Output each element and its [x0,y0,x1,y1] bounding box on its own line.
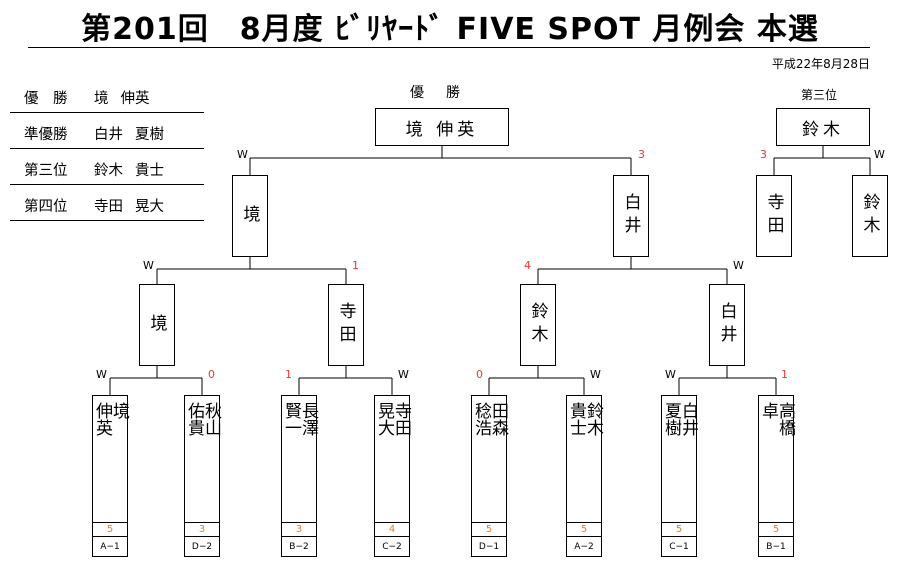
r1-score-right-1: 0 [208,368,215,381]
third-match-score-left: 3 [760,148,767,161]
player-given-name: 貴士 [566,402,586,436]
player-score: 3 [185,522,219,537]
player-seed: A−1 [93,536,127,557]
page-title: 第201回 8月度 ﾋﾞﾘﾔｰﾄﾞ FIVE SPOT 月例会 本選 [81,12,819,47]
standing-family-name: 寺田 [94,199,123,215]
player-family-name: 高橋 [775,402,795,436]
semifinal-left-name: 境 [239,204,260,228]
player-box-1: 境伸英 5 A−1 [92,395,129,557]
semifinal-right-name: 白井 [620,193,641,239]
standing-rank: 第四位 [24,199,68,215]
champion-name: 境 伸英 [405,119,479,140]
player-seed: D−2 [185,536,219,557]
player-score: 5 [567,522,601,537]
player-family-name: 寺田 [391,402,411,436]
player-given-name: 稔浩 [471,402,491,436]
quarterfinal-box-1: 境 [139,284,175,366]
third-place-winner-name: 鈴木 [802,119,844,140]
player-score: 5 [759,522,793,537]
player-given-name: 佑貴 [184,402,204,436]
standing-family-name: 鈴木 [94,163,123,179]
sf-score-right-2: W [733,259,744,272]
champion-box: 境 伸英 [375,108,509,146]
r1-score-left-1: W [96,368,107,381]
final-score-left: W [237,148,248,161]
player-family-name: 田森 [488,402,508,436]
quarterfinal-name-4: 白井 [716,302,737,348]
r1-score-right-4: 1 [781,368,788,381]
player-family-name: 長澤 [298,402,318,436]
player-family-name: 境 [109,402,129,419]
standing-row-3: 第三位 鈴木貴士 [10,160,204,185]
event-date: 平成22年8月28日 [771,57,870,71]
player-box-3: 長澤賢一 3 B−2 [281,395,318,557]
player-seed: A−2 [567,536,601,557]
sf-score-left-1: W [143,259,154,272]
third-match-right-name: 鈴木 [859,193,880,239]
player-given-name: 卓 [758,402,778,419]
third-match-left-box: 寺田 [756,175,792,257]
r1-score-left-2: 1 [285,368,292,381]
player-seed: D−1 [472,536,506,557]
standing-given-name: 伸英 [120,91,150,107]
sf-score-left-2: 4 [524,259,531,272]
player-box-4: 寺田晃大 4 C−2 [374,395,411,557]
player-given-name: 賢一 [281,402,301,436]
standing-given-name: 貴士 [135,163,164,179]
standing-row-4: 第四位 寺田晃大 [10,196,204,221]
third-match-score-right: W [874,148,885,161]
champion-label: 優 勝 [410,85,464,101]
quarterfinal-box-3: 鈴木 [520,284,556,366]
player-family-name: 鈴木 [583,402,603,436]
player-box-2: 秋山佑貴 3 D−2 [184,395,221,557]
standing-rank: 優 勝 [24,91,68,107]
standing-row-1: 優 勝 境伸英 [10,88,204,113]
player-seed: C−1 [662,536,696,557]
player-seed: B−2 [282,536,316,557]
standing-given-name: 晃大 [135,199,164,215]
standing-rank: 準優勝 [24,127,68,143]
player-score: 5 [93,522,127,537]
player-score: 5 [662,522,696,537]
quarterfinal-box-4: 白井 [709,284,745,366]
semifinal-right-box: 白井 [613,175,649,257]
third-place-winner-box: 鈴木 [776,108,870,146]
quarterfinal-name-2: 寺田 [335,302,356,348]
standing-rank: 第三位 [24,163,68,179]
third-place-label: 第三位 [801,88,838,102]
standing-row-2: 準優勝 白井夏樹 [10,124,204,149]
quarterfinal-name-1: 境 [146,313,167,337]
standing-family-name: 白井 [94,127,123,143]
title-underline [28,47,870,48]
r1-score-left-4: W [665,368,676,381]
player-given-name: 伸英 [92,402,112,436]
standing-family-name: 境 [94,91,109,107]
semifinal-left-box: 境 [232,175,268,257]
r1-score-right-2: W [398,368,409,381]
player-score: 4 [375,522,409,537]
r1-score-right-3: W [590,368,601,381]
player-given-name: 夏樹 [661,402,681,436]
third-match-left-name: 寺田 [763,193,784,239]
r1-score-left-3: 0 [476,368,483,381]
sf-score-right-1: 1 [352,259,359,272]
third-match-right-box: 鈴木 [852,175,888,257]
player-seed: B−1 [759,536,793,557]
player-given-name: 晃大 [374,402,394,436]
player-score: 5 [472,522,506,537]
player-box-5: 田森稔浩 5 D−1 [471,395,508,557]
quarterfinal-box-2: 寺田 [328,284,364,366]
player-seed: C−2 [375,536,409,557]
player-score: 3 [282,522,316,537]
player-family-name: 秋山 [201,402,221,436]
player-family-name: 白井 [678,402,698,436]
final-score-right: 3 [638,148,645,161]
player-box-7: 白井夏樹 5 C−1 [661,395,698,557]
player-box-8: 高橋卓 5 B−1 [758,395,795,557]
quarterfinal-name-3: 鈴木 [527,302,548,348]
standing-given-name: 夏樹 [135,127,164,143]
player-box-6: 鈴木貴士 5 A−2 [566,395,603,557]
